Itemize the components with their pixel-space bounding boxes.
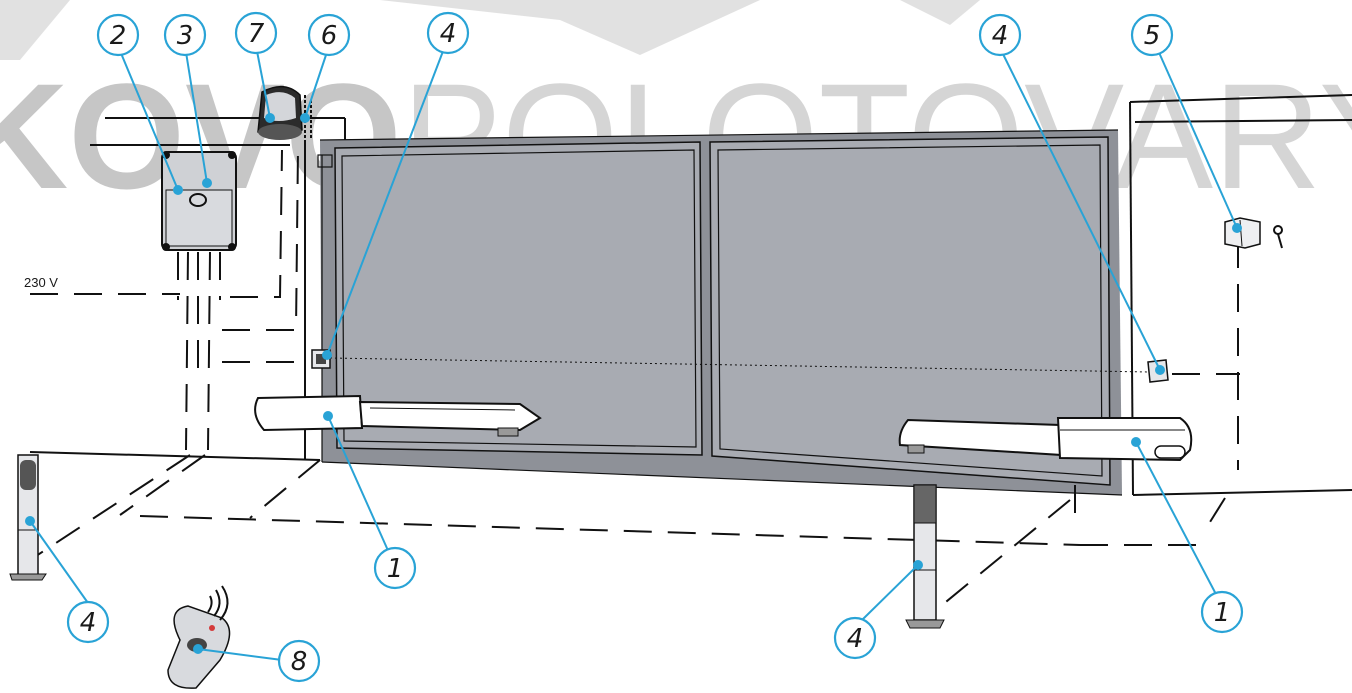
callout-number: 4 — [992, 21, 1009, 51]
key-icon — [1273, 225, 1283, 249]
gate — [319, 129, 1123, 496]
callout-5: 5 — [1130, 13, 1174, 57]
callout-4-column-center: 4 — [833, 616, 877, 660]
callout-1-left: 1 — [373, 546, 417, 590]
voltage-annotation: 230 V — [24, 275, 58, 290]
callout-6: 6 — [307, 13, 351, 57]
callout-number: 4 — [847, 624, 864, 654]
led-icon — [209, 625, 215, 631]
voltage-label: 230 V — [24, 275, 58, 290]
callout-number: 6 — [321, 21, 338, 51]
callout-4-wall-right: 4 — [978, 13, 1022, 57]
wiring — [29, 147, 1240, 616]
radio-waves-icon — [207, 585, 229, 621]
callout-number: 1 — [1214, 598, 1231, 628]
callout-number: 5 — [1144, 21, 1161, 51]
callout-number: 4 — [440, 19, 457, 49]
callout-8: 8 — [277, 639, 321, 683]
callout-4-wall-left: 4 — [426, 11, 470, 55]
brand-logo-icon — [189, 193, 207, 207]
leader-lines — [29, 45, 1238, 661]
callout-2: 2 — [96, 13, 140, 57]
callout-number: 1 — [387, 554, 404, 584]
gate-operator-right — [898, 417, 1193, 462]
gate-operator-left — [254, 394, 542, 437]
photocell-column-center — [905, 484, 945, 629]
callout-number: 2 — [110, 21, 127, 51]
photocell-beam — [329, 357, 1151, 373]
callout-number: 8 — [291, 647, 308, 677]
callout-number: 3 — [177, 21, 194, 51]
callout-7: 7 — [234, 11, 278, 55]
control-box — [161, 151, 237, 251]
callout-number: 7 — [248, 19, 265, 49]
callout-3: 3 — [163, 13, 207, 57]
leader-dots — [25, 113, 1242, 654]
callout-4-column-left: 4 — [66, 600, 110, 644]
remote-control — [167, 585, 231, 689]
callout-number: 4 — [80, 608, 97, 638]
photocell-column-left — [9, 454, 47, 581]
callout-1-right: 1 — [1200, 590, 1244, 634]
